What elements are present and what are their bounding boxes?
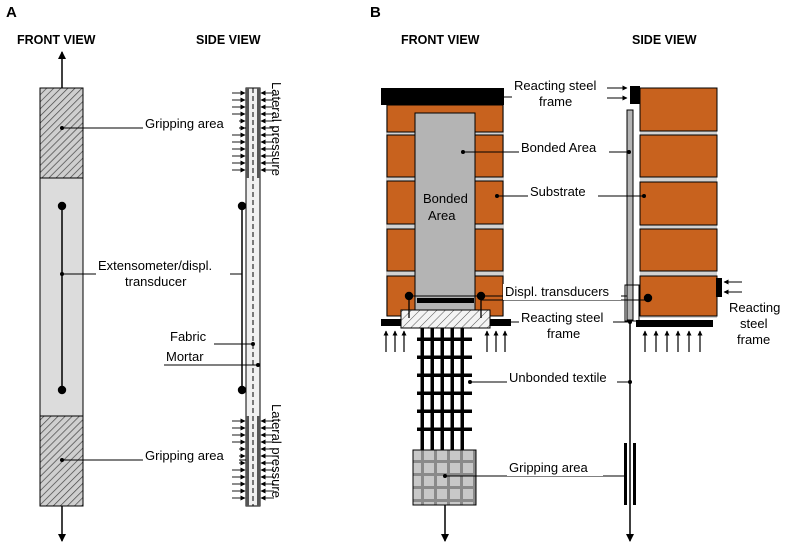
side-grip-top-left	[246, 88, 249, 178]
label-bg	[143, 115, 239, 132]
panel-b-side-wall	[607, 85, 742, 542]
side-grip-bottom-left	[246, 416, 249, 506]
bonded-area-inner-line2: Area	[428, 208, 456, 223]
label-fabric: Fabric	[170, 329, 207, 344]
textile-yarn-horizontal	[417, 391, 472, 395]
label-reacting-right-line1: Reacting	[729, 300, 780, 315]
extensometer-side-bottom-point	[237, 385, 247, 395]
panel-a-front-view-title: FRONT VIEW	[17, 33, 96, 47]
label-reacting-top-line2: frame	[539, 94, 572, 109]
textile-yarn-vertical	[420, 328, 424, 450]
label-reacting-right-line2: steel	[740, 316, 768, 331]
label-bonded-area: Bonded Area	[521, 140, 597, 155]
extensometer-side-top-point	[237, 201, 247, 211]
gripping-area-top	[39, 87, 84, 179]
textile-yarn-horizontal	[417, 337, 472, 341]
side-grip-right	[633, 443, 636, 505]
textile-yarn-vertical	[430, 328, 434, 450]
label-lateral-pressure-bottom: Lateral pressure	[269, 404, 284, 498]
label-extensometer-line1: Extensometer/displ.	[98, 258, 212, 273]
side-grip-top-right	[257, 88, 260, 178]
textile-yarn-horizontal	[417, 373, 472, 377]
label-displ-transducers: Displ. transducers	[505, 284, 610, 299]
reacting-frame-front-left	[381, 319, 409, 326]
panel-a-front-specimen	[39, 51, 84, 542]
bonded-textile-side	[626, 109, 634, 321]
label-bg	[507, 369, 617, 386]
extensometer-front-top-point	[57, 201, 67, 211]
label-reacting-right-line3: frame	[737, 332, 770, 347]
label-substrate: Substrate	[530, 184, 586, 199]
bonded-area-front	[414, 112, 476, 311]
label-reacting-mid-line1: Reacting steel	[521, 310, 603, 325]
brick-side	[639, 134, 718, 178]
panel-b-textile	[412, 328, 477, 542]
side-grip-left	[624, 443, 627, 505]
label-bg	[143, 447, 239, 464]
transducer-side-bracket	[624, 284, 640, 322]
label-extensometer-line2: transducer	[125, 274, 187, 289]
label-unbonded-textile: Unbonded textile	[509, 370, 607, 385]
panel-b-side-view-title: SIDE VIEW	[632, 33, 697, 47]
label-reacting-top-line1: Reacting steel	[514, 78, 596, 93]
label-bg	[507, 459, 603, 476]
panel-b-front-view-title: FRONT VIEW	[401, 33, 480, 47]
label-bg	[519, 139, 609, 156]
textile-yarn-horizontal	[417, 355, 472, 359]
textile-yarn-vertical	[440, 328, 444, 450]
textile-yarn-horizontal	[417, 409, 472, 413]
textile-yarn-vertical	[460, 328, 464, 450]
label-gripping-area-b: Gripping area	[509, 460, 589, 475]
textile-grid	[417, 328, 472, 450]
label-gripping-area-bottom: Gripping area	[145, 448, 225, 463]
panel-a: A FRONT VIEW SIDE VIEW	[6, 4, 284, 542]
bonded-area-inner-line1: Bonded	[423, 191, 468, 206]
textile-yarn-horizontal	[417, 427, 472, 431]
extensometer-front-bottom-point	[57, 385, 67, 395]
panel-a-letter: A	[6, 4, 17, 21]
reacting-frame-side-right	[716, 278, 722, 297]
reaction-arrows-side	[642, 330, 703, 352]
label-bg	[503, 284, 621, 300]
panel-a-side-specimen	[232, 87, 274, 507]
label-lateral-pressure-top: Lateral pressure	[269, 82, 284, 176]
reacting-frame-front-right	[481, 319, 511, 326]
brick-side	[639, 181, 718, 226]
bricks-side	[639, 87, 718, 317]
brick-side	[639, 275, 718, 317]
panel-b-letter: B	[370, 4, 381, 21]
reacting-frame-side-top	[630, 86, 640, 104]
label-reacting-mid-line2: frame	[547, 326, 580, 341]
transducer-clamp-plate	[400, 309, 491, 329]
panel-b-front-wall: Bonded Area	[381, 88, 511, 352]
side-grip-bottom-right	[257, 416, 260, 506]
reacting-frame-top	[381, 88, 504, 105]
label-bg	[528, 183, 598, 200]
brick-side	[639, 87, 718, 132]
textile-yarn-vertical	[450, 328, 454, 450]
label-bg	[512, 78, 602, 110]
label-gripping-area-top: Gripping area	[145, 116, 225, 131]
label-bg	[96, 258, 230, 290]
reaction-arrows-front	[383, 330, 508, 352]
transducer-bar	[417, 298, 474, 303]
label-bg	[519, 306, 613, 340]
brick-side	[639, 228, 718, 272]
panel-b: B FRONT VIEW SIDE VIEW Bonded Area	[370, 4, 780, 542]
transducer-side-point	[643, 293, 653, 303]
panel-a-side-view-title: SIDE VIEW	[196, 33, 261, 47]
label-mortar: Mortar	[166, 349, 204, 364]
lateral-pressure-arrows-top	[232, 90, 274, 173]
reacting-frame-side-bottom	[636, 320, 713, 327]
panel-a-leaders	[60, 126, 260, 462]
